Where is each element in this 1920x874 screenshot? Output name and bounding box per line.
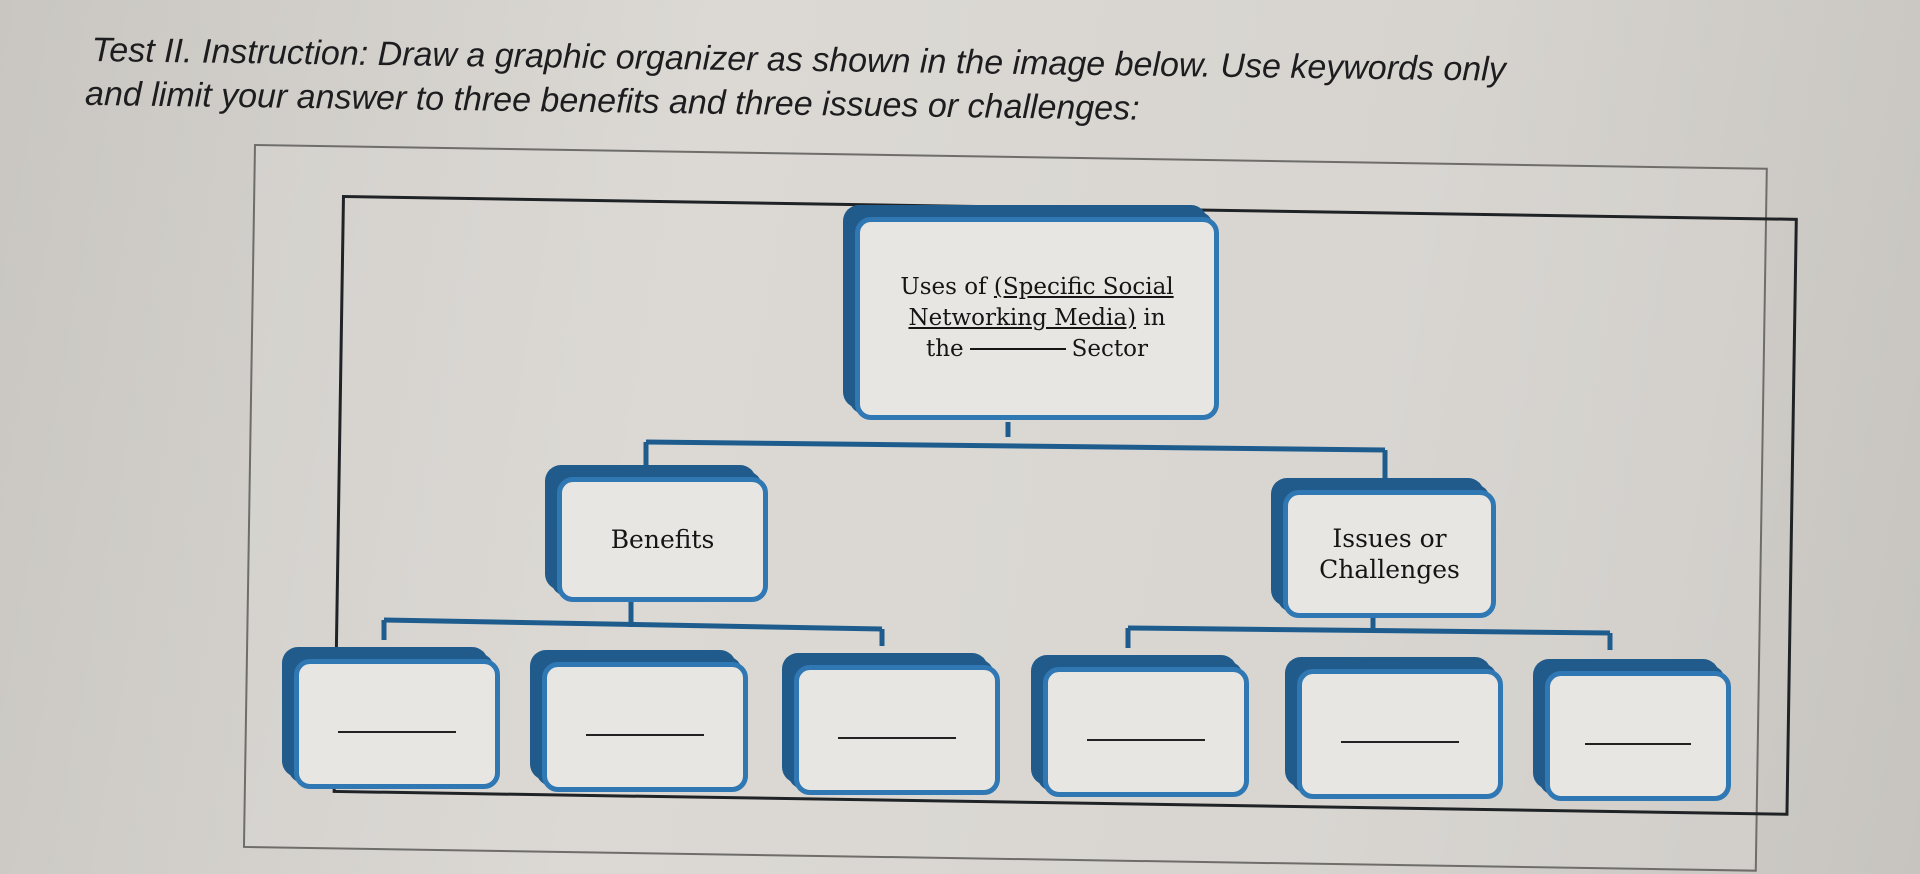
- root-label: Uses of (Specific Social Networking Medi…: [900, 274, 1174, 362]
- top-branch: [645, 439, 1386, 453]
- issues-box: Issues or Challenges: [1283, 490, 1496, 618]
- benefit-answer-box-3[interactable]: [794, 665, 1000, 795]
- issue-answer-box-2[interactable]: [1297, 669, 1503, 799]
- benefit-answer-box-1[interactable]: [294, 659, 500, 789]
- answer-line: [1087, 739, 1205, 741]
- answer-line: [1585, 743, 1691, 745]
- benefits-label: Benefits: [610, 525, 715, 554]
- issue-answer-box-1[interactable]: [1043, 667, 1249, 797]
- issue-answer-box-3[interactable]: [1545, 671, 1731, 801]
- issues-branch: [1127, 625, 1611, 636]
- benefits-box: Benefits: [557, 477, 768, 602]
- benefits-branch: [383, 617, 883, 632]
- answer-line: [338, 731, 456, 733]
- root-box: Uses of (Specific Social Networking Medi…: [855, 217, 1219, 420]
- issues-label: Issues or Challenges: [1319, 524, 1460, 584]
- answer-line: [586, 734, 704, 736]
- sector-blank[interactable]: [969, 348, 1066, 350]
- benefit-answer-box-2[interactable]: [542, 662, 748, 792]
- answer-line: [1341, 741, 1459, 743]
- answer-line: [838, 737, 956, 739]
